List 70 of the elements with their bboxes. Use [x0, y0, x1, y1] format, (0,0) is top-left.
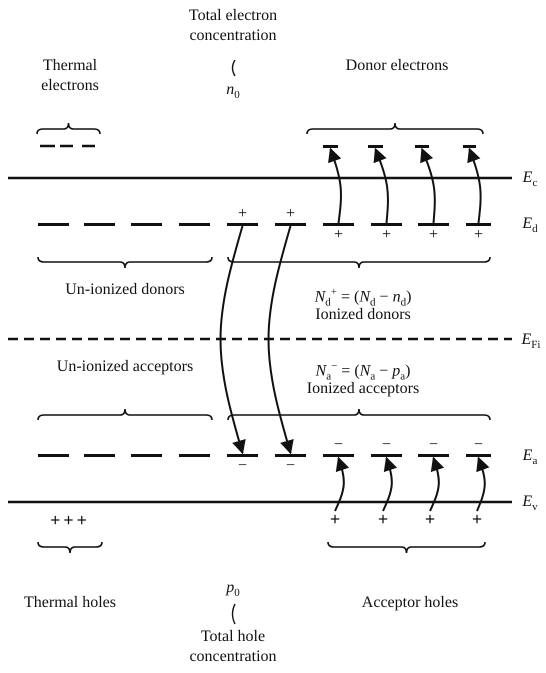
donor-level-segment [84, 223, 115, 226]
hole-sign: + [469, 511, 485, 527]
arrow [374, 148, 389, 224]
hole-sign: + [375, 511, 391, 527]
hole-signs: +++ [49, 510, 91, 530]
equation: N$_{d}$$^{+}$ = (N$_{d}$ − n$_{d}$) [314, 285, 412, 309]
charge-sign: − [332, 438, 344, 452]
acceptor-level-segment [371, 454, 402, 457]
label: Thermal electrons [40, 56, 100, 96]
electron-mark [323, 145, 338, 148]
donor-level-segment [227, 223, 258, 226]
acceptor-level-segment [275, 454, 306, 457]
variable-label: n$_{0}$ [225, 80, 241, 104]
equation: N$_{a}$$^{−}$ = (N$_{a}$ − p$_{a}$) [316, 359, 412, 383]
arrow [268, 226, 294, 454]
charge-sign: − [428, 438, 440, 452]
charge-sign: + [380, 228, 392, 242]
arrow [220, 226, 246, 454]
variable-label: p$_{0}$ [224, 578, 241, 602]
hole-sign: + [327, 511, 343, 527]
acceptor-level-segment [84, 454, 115, 457]
electron-mark [368, 145, 383, 148]
donor-level-segment [38, 223, 69, 226]
electron-mark [415, 145, 429, 148]
charge-sign: + [332, 228, 344, 242]
acceptor-level-segment [323, 454, 354, 457]
acceptor-level-segment [418, 454, 449, 457]
energy-level-label: E$_{d}$ [521, 214, 539, 238]
label: Un-ionized acceptors [56, 357, 194, 377]
energy-level-label: E$_{c}$ [522, 168, 538, 192]
energy-level-label: E$_{Fi}$ [520, 330, 542, 354]
charge-sign: − [284, 459, 296, 473]
acceptor-level-segment [227, 454, 258, 457]
donor-level-segment [323, 223, 354, 226]
arrow [420, 148, 436, 224]
electron-mark [463, 145, 476, 148]
arrow [334, 456, 350, 512]
charge-sign: − [236, 459, 248, 473]
label: Ionized donors [314, 306, 412, 325]
energy-level-label: E$_{a}$ [522, 446, 538, 470]
charge-sign: + [428, 228, 440, 242]
charge-sign: + [284, 207, 296, 221]
label: Total electron concentration [188, 6, 278, 46]
acceptor-level-segment [38, 454, 69, 457]
charge-sign: − [380, 438, 392, 452]
arrow [429, 456, 444, 512]
acceptor-level-segment [179, 454, 210, 457]
label: Total hole concentration [188, 627, 278, 667]
donor-level-segment [131, 223, 162, 226]
donor-level-segment [275, 223, 306, 226]
donor-level-segment [418, 223, 449, 226]
label: Donor electrons [344, 56, 450, 76]
charge-sign: − [472, 438, 484, 452]
label: Un-ionized donors [64, 280, 186, 300]
acceptor-level-segment [466, 454, 491, 457]
hole-sign: + [422, 511, 438, 527]
arrow [476, 456, 490, 512]
arrow [328, 148, 342, 224]
arrow [467, 148, 482, 224]
energy-level-label: E$_{v}$ [521, 492, 539, 516]
label: Ionized acceptors [306, 380, 420, 399]
donor-level-segment [179, 223, 210, 226]
charge-sign: + [236, 207, 248, 221]
label: Acceptor holes [360, 593, 460, 613]
label: Thermal holes [23, 593, 117, 613]
acceptor-level-segment [131, 454, 162, 457]
donor-level-segment [371, 223, 402, 226]
charge-sign: + [472, 228, 484, 242]
arrow [382, 456, 398, 512]
donor-level-segment [466, 223, 491, 226]
